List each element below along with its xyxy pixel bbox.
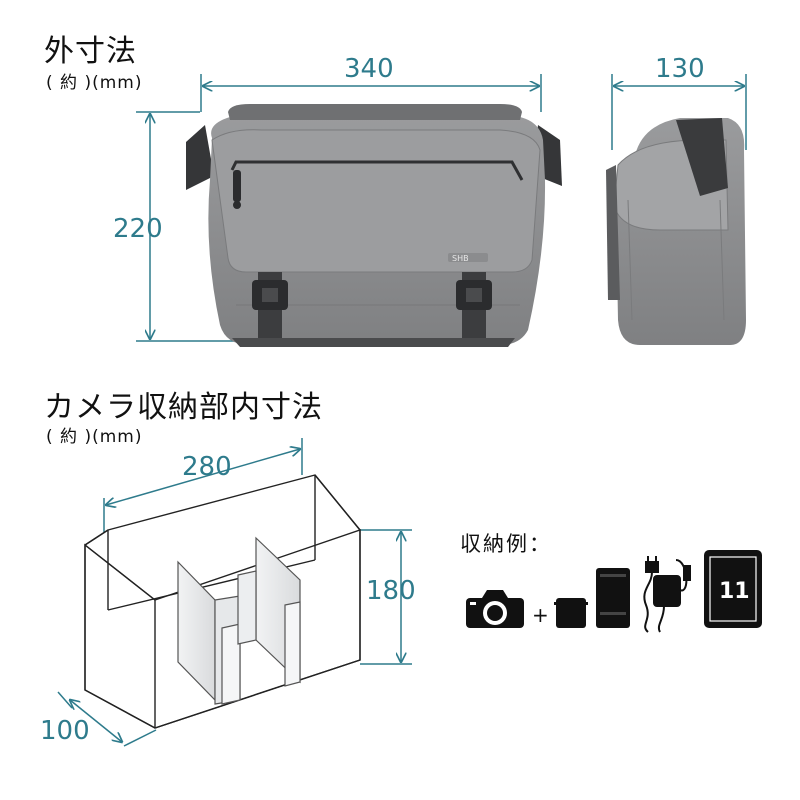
camera-icon [466,590,524,628]
storage-example-label: 収納例： [460,532,552,556]
lens-small-icon [554,598,588,628]
tablet-size-label: 11 [719,579,750,604]
plus-sign: + [532,603,549,627]
outer-dimensions-unit: ( 約 )(mm) [46,73,143,93]
divider-right [237,536,301,687]
inner-height-value: 180 [366,576,416,606]
lens-telephoto-icon [596,568,630,628]
outer-width-value: 340 [344,54,394,84]
bag-front-view: SHB [186,104,562,347]
bag-side-view [606,118,746,345]
inner-dimensions-unit: ( 約 )(mm) [46,427,143,447]
inner-dimensions-title: カメラ収納部内寸法 [44,390,323,425]
charger-cable-icon [643,556,691,633]
tablet-icon: 11 [704,550,762,628]
inner-depth-dimension-line [57,691,157,747]
inner-width-dimension-line [103,438,303,532]
outer-depth-value: 130 [655,54,705,84]
outer-dimensions-title: 外寸法 [44,34,137,69]
outer-width-dimension-line [200,74,542,112]
inner-height-dimension-line [360,529,412,665]
brand-mark-text: SHB [452,254,469,263]
divider-left [177,560,241,705]
outer-depth-dimension-line [611,74,747,150]
outer-height-dimension-line [136,111,235,342]
